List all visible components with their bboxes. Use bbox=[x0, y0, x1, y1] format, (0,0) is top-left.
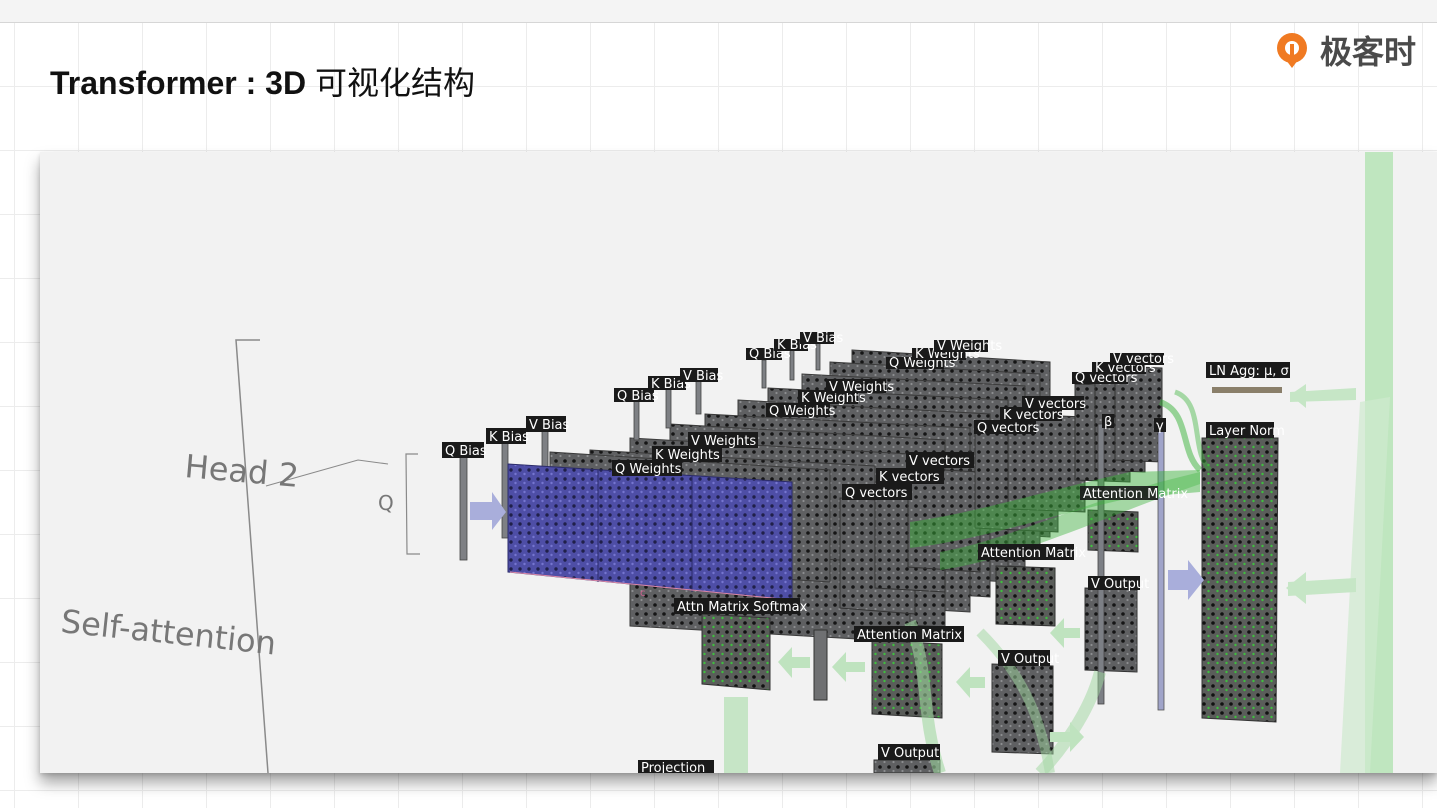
label-q-vectors-front: Q vectors bbox=[845, 486, 908, 501]
layer-norm-block bbox=[1201, 437, 1279, 723]
label-v-bias-back: V Bias bbox=[803, 331, 844, 346]
head-bracket bbox=[235, 339, 420, 773]
head-label: Head 2 bbox=[183, 447, 300, 495]
label-attention-matrix-mid: Attention Matrix bbox=[981, 546, 1086, 561]
transformer-3d-figure: Head 2 Q Self-attention bbox=[40, 152, 1437, 773]
label-v-vectors-front: V vectors bbox=[909, 454, 970, 469]
label-k-weights-mid: K Weights bbox=[801, 391, 866, 406]
label-beta: β bbox=[1104, 415, 1112, 430]
diagram-labels: Q Bias K Bias V Bias Q Bias K Bias V Bia… bbox=[442, 331, 1290, 773]
label-v-vectors-back: V vectors bbox=[1113, 352, 1174, 367]
q-group-label: Q bbox=[378, 491, 394, 515]
ln-input-arrow bbox=[1168, 560, 1204, 600]
page-title-en: Transformer : 3D bbox=[50, 65, 315, 101]
label-v-output-mid: V Output bbox=[1001, 652, 1059, 667]
flow-arrows bbox=[778, 618, 1084, 752]
label-q-vectors-back: Q vectors bbox=[1075, 371, 1138, 386]
label-gamma: γ bbox=[1156, 419, 1164, 434]
label-q-bias-mid: Q Bias bbox=[617, 389, 659, 404]
label-v-weights-mid: V Weights bbox=[829, 380, 894, 395]
label-k-bias-front: K Bias bbox=[489, 430, 529, 445]
brand-logo: 极客时 bbox=[1272, 26, 1416, 74]
label-v-weights-back: V Weights bbox=[937, 339, 1002, 354]
label-k-vectors-mid: K vectors bbox=[1003, 408, 1064, 423]
transformer-3d-diagram: Head 2 Q Self-attention bbox=[59, 152, 1393, 773]
label-v-bias-mid: V Bias bbox=[683, 369, 724, 384]
page-title: Transformer : 3D 可视化结构 bbox=[50, 58, 475, 104]
label-q-bias-front: Q Bias bbox=[445, 444, 487, 459]
label-q-weights-front: Q Weights bbox=[615, 462, 682, 477]
vector-blocks bbox=[839, 365, 1163, 615]
input-arrow bbox=[470, 492, 506, 530]
geektime-logo-icon bbox=[1277, 33, 1307, 68]
label-attention-matrix-back: Attention Matrix bbox=[1083, 487, 1188, 502]
brand-name: 极客时 bbox=[1320, 33, 1417, 71]
c-dim-label: c bbox=[640, 588, 646, 599]
label-attention-matrix-front: Attention Matrix bbox=[857, 628, 962, 643]
label-v-output-front: V Output bbox=[881, 746, 939, 761]
label-v-vectors-mid: V vectors bbox=[1025, 397, 1086, 412]
label-q-weights-mid: Q Weights bbox=[769, 404, 836, 419]
residual-stream bbox=[1286, 152, 1393, 773]
label-layer-norm: Layer Norm bbox=[1209, 424, 1285, 439]
label-projection: Projection bbox=[641, 761, 705, 773]
label-v-bias-front: V Bias bbox=[529, 418, 570, 433]
label-attn-matrix-softmax: Attn Matrix Softmax bbox=[677, 600, 808, 615]
top-bar bbox=[0, 0, 1437, 23]
self-attention-label: Self-attention bbox=[59, 602, 278, 662]
label-v-output-back: V Output bbox=[1091, 577, 1149, 592]
label-q-vectors-mid: Q vectors bbox=[977, 421, 1040, 436]
page-title-cn: 可视化结构 bbox=[314, 64, 475, 102]
label-ln-agg: LN Agg: μ, σ bbox=[1209, 364, 1289, 379]
ln-agg-bar bbox=[1212, 387, 1282, 393]
beta-rod bbox=[1097, 423, 1105, 705]
q-weights-plane: c bbox=[507, 463, 793, 601]
label-k-weights-front: K Weights bbox=[655, 448, 720, 463]
label-v-weights-front: V Weights bbox=[691, 434, 756, 449]
label-k-vectors-front: K vectors bbox=[879, 470, 940, 485]
